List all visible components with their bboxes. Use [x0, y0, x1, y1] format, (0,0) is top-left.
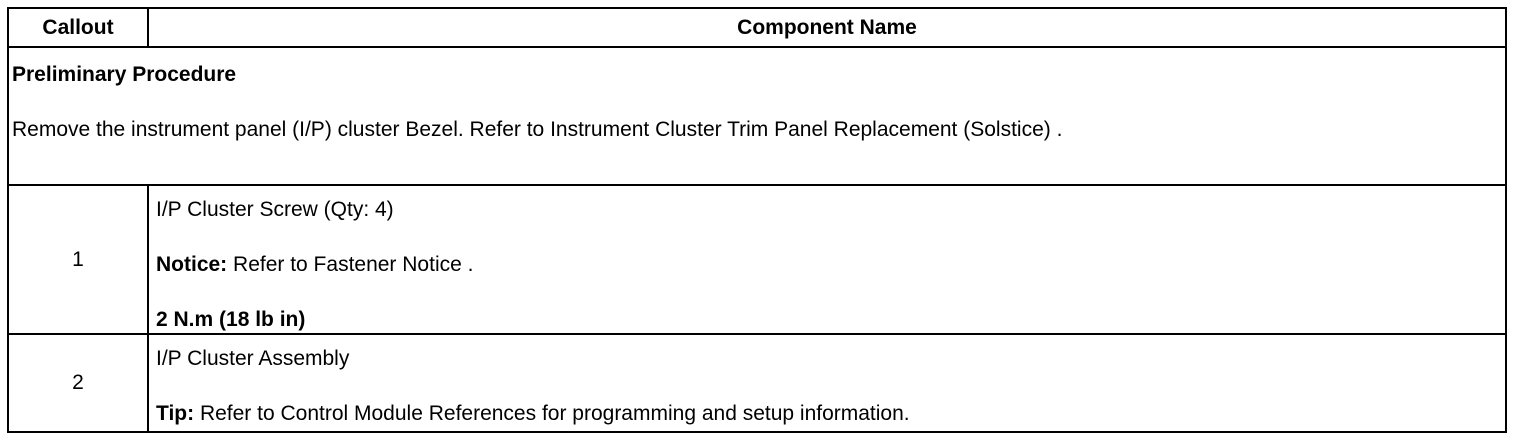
table-row: 2 I/P Cluster Assembly Tip: Refer to Con… — [7, 333, 1507, 433]
preliminary-row: Preliminary Procedure Remove the instrum… — [7, 46, 1507, 186]
notice-line: Notice: Refer to Fastener Notice . — [156, 252, 1505, 278]
component-name: I/P Cluster Assembly — [156, 347, 350, 370]
component-cell: I/P Cluster Assembly Tip: Refer to Contr… — [147, 333, 1507, 433]
component-name-header: Component Name — [147, 7, 1507, 48]
preliminary-cell: Preliminary Procedure Remove the instrum… — [7, 46, 1507, 186]
preliminary-title: Preliminary Procedure — [12, 63, 237, 86]
table-row: 1 I/P Cluster Screw (Qty: 4) Notice: Ref… — [7, 184, 1507, 335]
tip-label: Tip: — [156, 402, 195, 425]
tip-line: Tip: Refer to Control Module References … — [156, 401, 1505, 427]
preliminary-text: Remove the instrument panel (I/P) cluste… — [12, 118, 1063, 141]
callout-cell: 1 — [7, 184, 149, 335]
component-table: Callout Component Name Preliminary Proce… — [7, 7, 1507, 433]
table-header-row: Callout Component Name — [7, 7, 1507, 48]
callout-cell: 2 — [7, 333, 149, 433]
tip-text: Refer to Control Module References for p… — [194, 402, 910, 425]
component-cell: I/P Cluster Screw (Qty: 4) Notice: Refer… — [147, 184, 1507, 335]
torque-spec: 2 N.m (18 lb in) — [156, 308, 306, 331]
component-name: I/P Cluster Screw (Qty: 4) — [156, 198, 394, 221]
callout-header: Callout — [7, 7, 149, 48]
notice-text: Refer to Fastener Notice . — [227, 253, 474, 276]
notice-label: Notice: — [156, 253, 228, 276]
